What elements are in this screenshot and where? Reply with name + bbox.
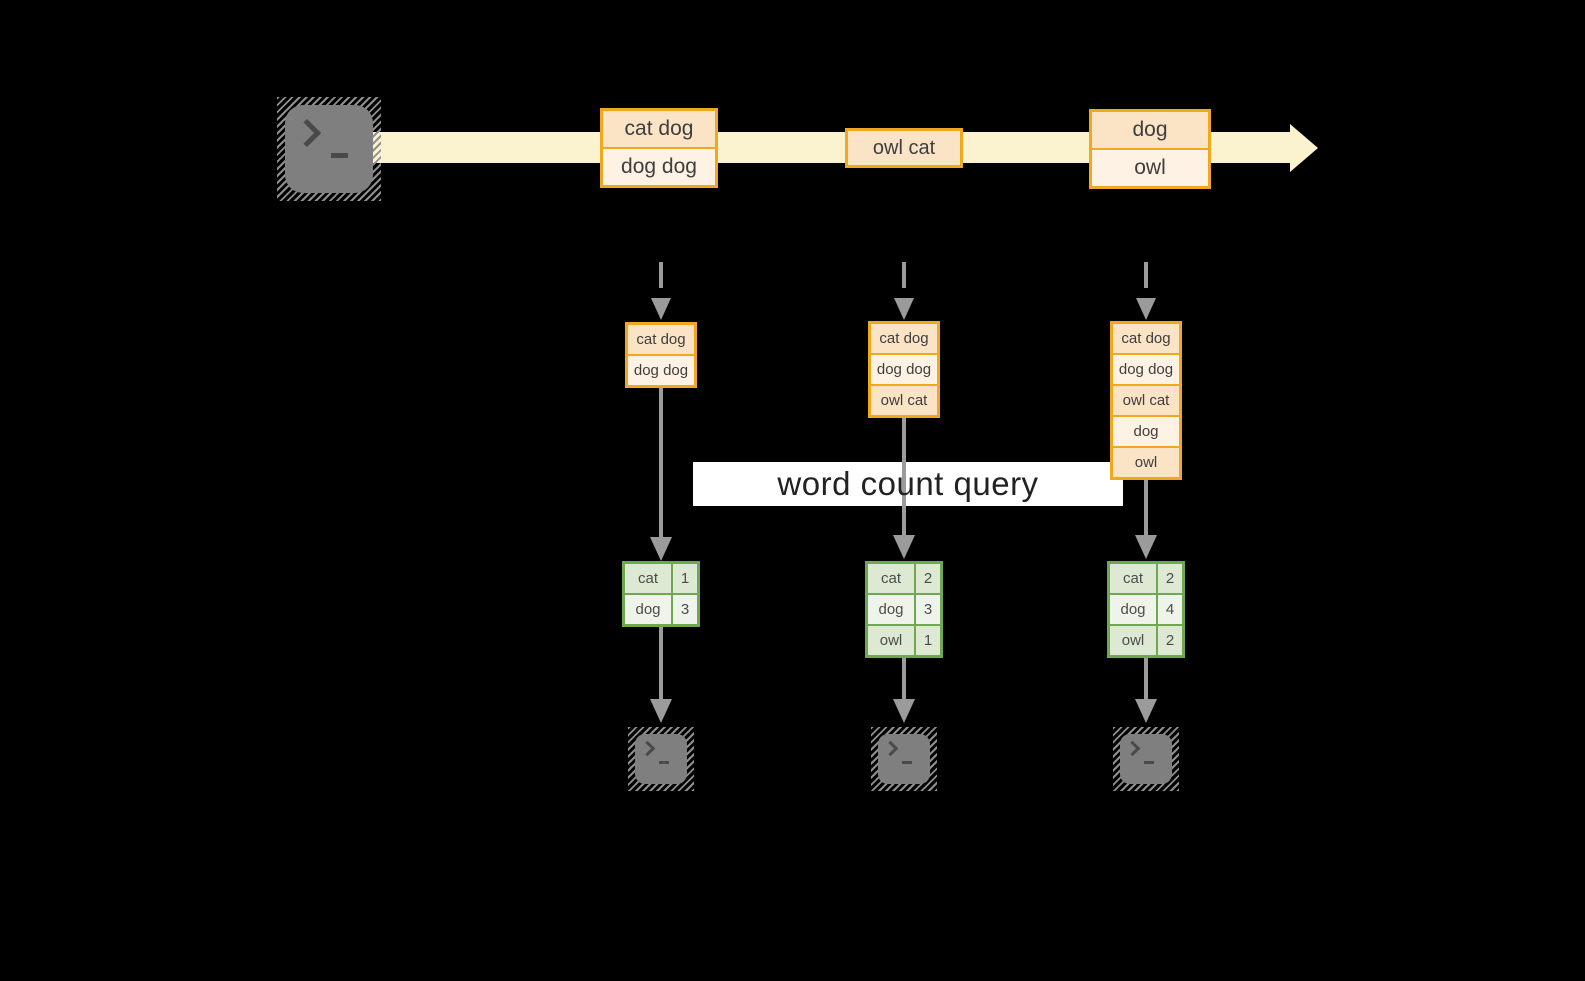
prompt-underscore-icon [1144, 761, 1154, 764]
prompt-chevron-icon [1124, 740, 1141, 757]
result-word: owl [868, 626, 914, 655]
arrow-line [902, 658, 906, 699]
stream-batch-line: dog dog [603, 149, 715, 185]
arrowhead-icon [1135, 699, 1157, 723]
arrowhead-icon [650, 699, 672, 723]
input-row: owl cat [871, 386, 937, 415]
query-strip [693, 462, 1123, 506]
input-row: cat dog [1113, 324, 1179, 353]
prompt-underscore-icon [902, 761, 912, 764]
terminal-source-icon [277, 97, 381, 201]
prompt-underscore-icon [659, 761, 669, 764]
input-table-3: cat dog dog dog owl cat dog owl [1110, 321, 1182, 480]
dashed-arrow-line [659, 262, 663, 298]
result-table-3: cat 2 dog 4 owl 2 [1107, 561, 1185, 658]
stream-batch-3: dog owl [1089, 109, 1211, 189]
result-word: cat [625, 564, 671, 593]
input-row: dog dog [628, 356, 694, 385]
arrow-line [1144, 480, 1148, 535]
result-word: cat [1110, 564, 1156, 593]
dashed-arrow-line [902, 262, 906, 298]
arrow-line [1144, 658, 1148, 699]
dashed-arrow-line [1144, 262, 1148, 298]
input-row: cat dog [871, 324, 937, 353]
input-table-1: cat dog dog dog [625, 322, 697, 388]
terminal-body [635, 734, 687, 784]
input-row: dog dog [871, 355, 937, 384]
arrow-line [902, 418, 906, 535]
stream-batch-line: dog [1092, 112, 1208, 148]
stream-batch-line: owl cat [848, 131, 960, 165]
dashed-arrowhead-icon [651, 298, 671, 320]
terminal-sink-icon [1113, 727, 1179, 791]
prompt-chevron-icon [882, 740, 899, 757]
result-count: 2 [1158, 626, 1182, 655]
result-count: 2 [1158, 564, 1182, 593]
result-table-1: cat 1 dog 3 [622, 561, 700, 627]
result-count: 2 [916, 564, 940, 593]
stream-arrowhead-icon [1290, 124, 1318, 172]
arrowhead-icon [893, 535, 915, 559]
result-count: 3 [916, 595, 940, 624]
terminal-sink-icon [871, 727, 937, 791]
query-label: word count query [777, 465, 1039, 502]
arrowhead-icon [1135, 535, 1157, 559]
result-word: dog [625, 595, 671, 624]
terminal-body [285, 105, 373, 193]
stream-batch-line: owl [1092, 150, 1208, 186]
result-count: 4 [1158, 595, 1182, 624]
prompt-underscore-icon [331, 153, 348, 158]
result-count: 1 [916, 626, 940, 655]
result-word: dog [868, 595, 914, 624]
result-table-2: cat 2 dog 3 owl 1 [865, 561, 943, 658]
result-count: 1 [673, 564, 697, 593]
result-word: owl [1110, 626, 1156, 655]
input-row: owl [1113, 448, 1179, 477]
arrow-line [659, 388, 663, 537]
result-count: 3 [673, 595, 697, 624]
input-table-2: cat dog dog dog owl cat [868, 321, 940, 418]
terminal-body [1120, 734, 1172, 784]
input-row: cat dog [628, 325, 694, 354]
stream-batch-2: owl cat [845, 128, 963, 168]
arrow-line [659, 627, 663, 699]
terminal-body [878, 734, 930, 784]
input-row: dog dog [1113, 355, 1179, 384]
result-word: dog [1110, 595, 1156, 624]
arrowhead-icon [650, 537, 672, 561]
input-row: owl cat [1113, 386, 1179, 415]
dashed-arrowhead-icon [894, 298, 914, 320]
result-word: cat [868, 564, 914, 593]
arrowhead-icon [893, 699, 915, 723]
terminal-sink-icon [628, 727, 694, 791]
dashed-arrowhead-icon [1136, 298, 1156, 320]
input-row: dog [1113, 417, 1179, 446]
prompt-chevron-icon [639, 740, 656, 757]
stream-batch-1: cat dog dog dog [600, 108, 718, 188]
stream-batch-line: cat dog [603, 111, 715, 147]
prompt-chevron-icon [292, 118, 322, 148]
